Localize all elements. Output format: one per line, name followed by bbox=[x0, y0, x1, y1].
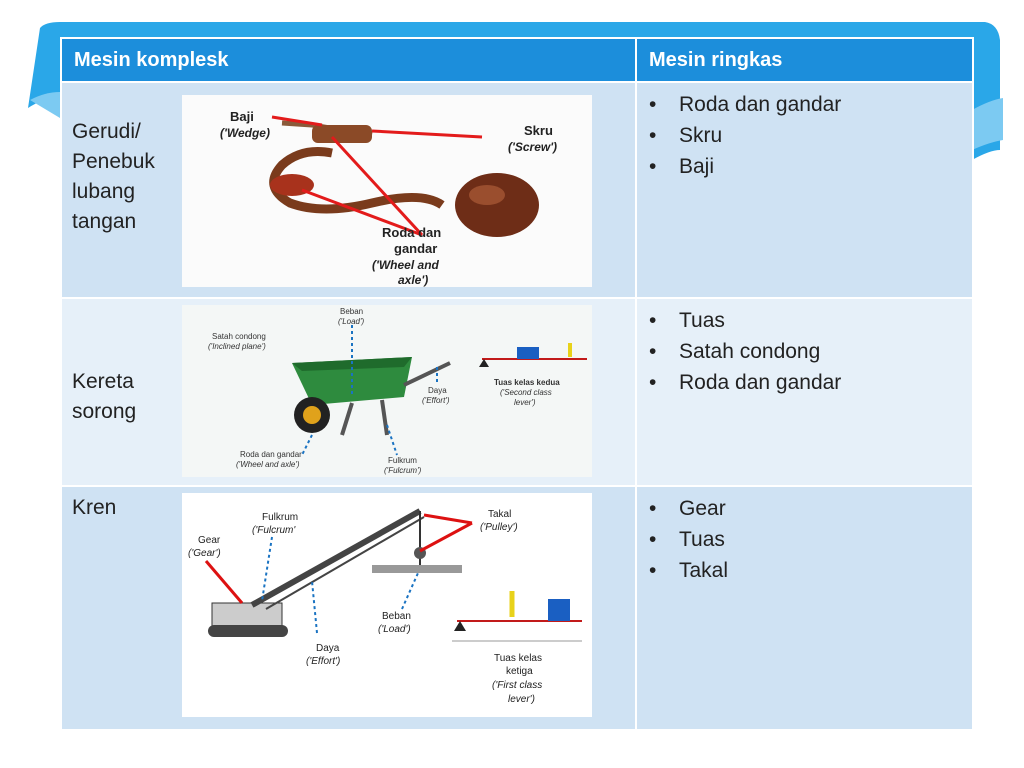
crane-image: Fulkrum ('Fulcrum' Gear ('Gear') Takal (… bbox=[182, 493, 592, 717]
label-wheel-2: gandar bbox=[394, 241, 437, 256]
list-item: Takal bbox=[649, 555, 972, 586]
label-lever-1: Tuas kelas kedua bbox=[494, 378, 560, 387]
wheelbarrow-image: Beban ('Load') Satah condong ('Inclined … bbox=[182, 305, 592, 477]
label-pulley-en: ('Pulley') bbox=[480, 522, 518, 533]
table-header-row: Mesin komplesk Mesin ringkas bbox=[60, 37, 974, 83]
label-lever-1: Tuas kelas bbox=[494, 653, 542, 664]
simple-machines-list: Roda dan gandar Skru Baji bbox=[637, 83, 972, 182]
label-lever-3: ('First class bbox=[492, 680, 542, 691]
list-item: Satah condong bbox=[649, 336, 972, 367]
label-lever-4: lever') bbox=[508, 694, 535, 705]
machine-cell: Gerudi/ Penebuk lubang tangan bbox=[60, 81, 637, 299]
simple-machines-cell: Roda dan gandar Skru Baji bbox=[635, 81, 974, 299]
list-item: Roda dan gandar bbox=[649, 89, 972, 120]
machine-cell: Kereta sorong bbox=[60, 297, 637, 487]
simple-machines-list: Gear Tuas Takal bbox=[637, 487, 972, 586]
list-item: Gear bbox=[649, 493, 972, 524]
label-lever-2: ketiga bbox=[506, 666, 533, 677]
machine-cell: Kren bbox=[60, 485, 637, 731]
label-wheel-en: ('Wheel and axle') bbox=[236, 460, 300, 469]
label-effort-en: ('Effort') bbox=[422, 396, 450, 405]
label-fulcrum-en: ('Fulcrum') bbox=[384, 466, 422, 475]
label-wheel-4: axle') bbox=[398, 273, 428, 287]
label-wheel-3: ('Wheel and bbox=[372, 258, 440, 272]
label-fulcrum: Fulkrum bbox=[262, 512, 298, 523]
label-wedge: Baji bbox=[230, 109, 254, 124]
label-wedge-en: ('Wedge) bbox=[220, 126, 270, 140]
list-item: Skru bbox=[649, 120, 972, 151]
label-screw: Skru bbox=[524, 123, 553, 138]
list-item: Tuas bbox=[649, 305, 972, 336]
label-effort: Daya bbox=[428, 386, 447, 395]
label-effort-en: ('Effort') bbox=[306, 656, 340, 667]
column-header: Mesin komplesk bbox=[60, 37, 637, 83]
label-incline: Satah condong bbox=[212, 332, 266, 341]
machine-name: Gerudi/ Penebuk lubang tangan bbox=[72, 120, 155, 233]
label-pulley: Takal bbox=[488, 509, 511, 520]
table-row: Kren bbox=[60, 485, 974, 731]
simple-machines-cell: Tuas Satah condong Roda dan gandar bbox=[635, 297, 974, 487]
list-item: Tuas bbox=[649, 524, 972, 555]
label-load: Beban bbox=[340, 307, 363, 316]
label-load-en: ('Load') bbox=[378, 624, 411, 635]
label-fulcrum: Fulkrum bbox=[388, 456, 417, 465]
simple-machines-list: Tuas Satah condong Roda dan gandar bbox=[637, 299, 972, 398]
machine-name: Kereta sorong bbox=[72, 370, 137, 423]
list-item: Baji bbox=[649, 151, 972, 182]
table-row: Kereta sorong bbox=[60, 297, 974, 487]
label-gear: Gear bbox=[198, 535, 221, 546]
column-header: Mesin ringkas bbox=[635, 37, 974, 83]
label-lever-3: lever') bbox=[514, 398, 536, 407]
label-wheel-1: Roda dan bbox=[382, 225, 441, 240]
label-incline-en: ('Inclined plane') bbox=[208, 342, 266, 351]
simple-machines-cell: Gear Tuas Takal bbox=[635, 485, 974, 731]
label-fulcrum-en: ('Fulcrum' bbox=[252, 525, 296, 536]
label-load-en: ('Load') bbox=[338, 317, 365, 326]
machine-name: Kren bbox=[72, 496, 117, 519]
label-load: Beban bbox=[382, 611, 411, 622]
comparison-table: Mesin komplesk Mesin ringkas Gerudi/ Pen… bbox=[60, 37, 974, 731]
label-lever-2: ('Second class bbox=[500, 388, 552, 397]
list-item: Roda dan gandar bbox=[649, 367, 972, 398]
label-screw-en: ('Screw') bbox=[508, 140, 557, 154]
table-row: Gerudi/ Penebuk lubang tangan bbox=[60, 81, 974, 299]
hand-drill-image: Baji ('Wedge) Skru ('Screw') Roda dan ga… bbox=[182, 95, 592, 287]
label-gear-en: ('Gear') bbox=[188, 548, 221, 559]
label-wheel: Roda dan gandar bbox=[240, 450, 302, 459]
label-effort: Daya bbox=[316, 643, 340, 654]
